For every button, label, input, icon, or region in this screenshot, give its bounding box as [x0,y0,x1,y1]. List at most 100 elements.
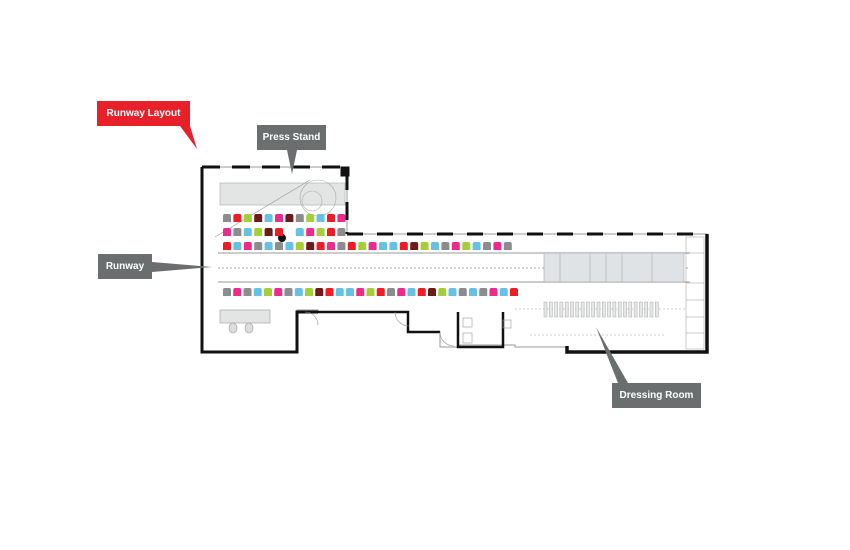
chair [483,242,491,250]
chair [327,242,335,250]
chair [223,242,231,250]
chair [366,288,375,296]
clothing-rack-slot [602,301,606,318]
chair [458,288,467,296]
chair [448,288,457,296]
callout-pointers [152,126,628,383]
chair [275,228,283,236]
chair [407,288,416,296]
chair [285,242,294,250]
seating-chairs [223,214,518,296]
dressing-room-fixtures [515,236,705,350]
chair [233,214,242,222]
runway-label: Runway [98,254,152,279]
chair [441,242,450,250]
clothing-rack-slot [564,301,569,318]
chair [305,288,313,296]
chair [254,228,263,236]
chair [503,242,512,250]
chair [223,214,231,222]
chair [243,214,252,222]
clothing-rack-slot [554,301,558,318]
chair [285,214,294,222]
chair [451,242,460,250]
clothing-rack-slot [649,301,654,318]
clothing-rack-slot [639,301,643,318]
chair [233,242,242,250]
chair [295,242,304,250]
chair [337,242,346,250]
chair [462,242,471,250]
chair [379,242,387,250]
chair [275,214,283,222]
chair [284,288,293,296]
chair [316,214,325,222]
chair [233,228,242,236]
chair [368,242,377,250]
chair [325,288,334,296]
chair [316,228,325,236]
clothing-rack-slot [655,301,659,318]
chair [337,228,346,236]
chair [327,228,335,236]
chair [472,242,481,250]
chair [347,242,356,250]
chair [431,242,439,250]
chair [489,288,498,296]
clothing-rack-slot [580,301,585,318]
clothing-rack-slot [617,301,622,318]
chair [316,242,325,250]
chair [264,228,273,236]
press-stand-platform [214,179,346,242]
chair [264,242,273,250]
chair [499,288,508,296]
clothing-rack-slot [586,301,590,318]
chair [387,288,395,296]
chair [420,242,429,250]
chair [243,288,252,296]
chair [315,288,324,296]
chair [399,242,408,250]
chair [223,228,231,236]
chair [295,228,304,236]
chair [389,242,398,250]
chair [410,242,419,250]
clothing-rack-slot [549,301,553,318]
chair [417,288,426,296]
chair [428,288,436,296]
chair [438,288,447,296]
chair [306,242,315,250]
chair [295,214,304,222]
dressing-room-label: Dressing Room [612,383,701,408]
chair [510,288,518,296]
chair [337,214,346,222]
restroom-area [219,309,512,347]
chair [479,288,488,296]
chair [264,288,272,296]
chair [264,214,273,222]
clothing-rack-slot [570,301,574,318]
chair [253,288,262,296]
chair [274,288,283,296]
clothing-rack-slot [575,301,580,318]
clothing-rack-slot [607,301,611,318]
clothing-rack-slot [633,301,638,318]
chair [358,242,367,250]
clothing-rack-slot [623,301,627,318]
runway-stage [218,252,690,283]
chair [376,288,385,296]
chair [306,214,315,222]
chair [254,242,263,250]
clothing-rack-slot [591,301,595,318]
chair [493,242,502,250]
chair [327,214,335,222]
chair [346,288,354,296]
clothing-rack-slot [644,301,648,318]
clothing-rack-slot [596,301,601,318]
chair [243,228,252,236]
chair [306,228,315,236]
clothing-rack-slot [628,301,633,318]
runway-layout-title: Runway Layout [97,101,190,126]
chair [243,242,252,250]
